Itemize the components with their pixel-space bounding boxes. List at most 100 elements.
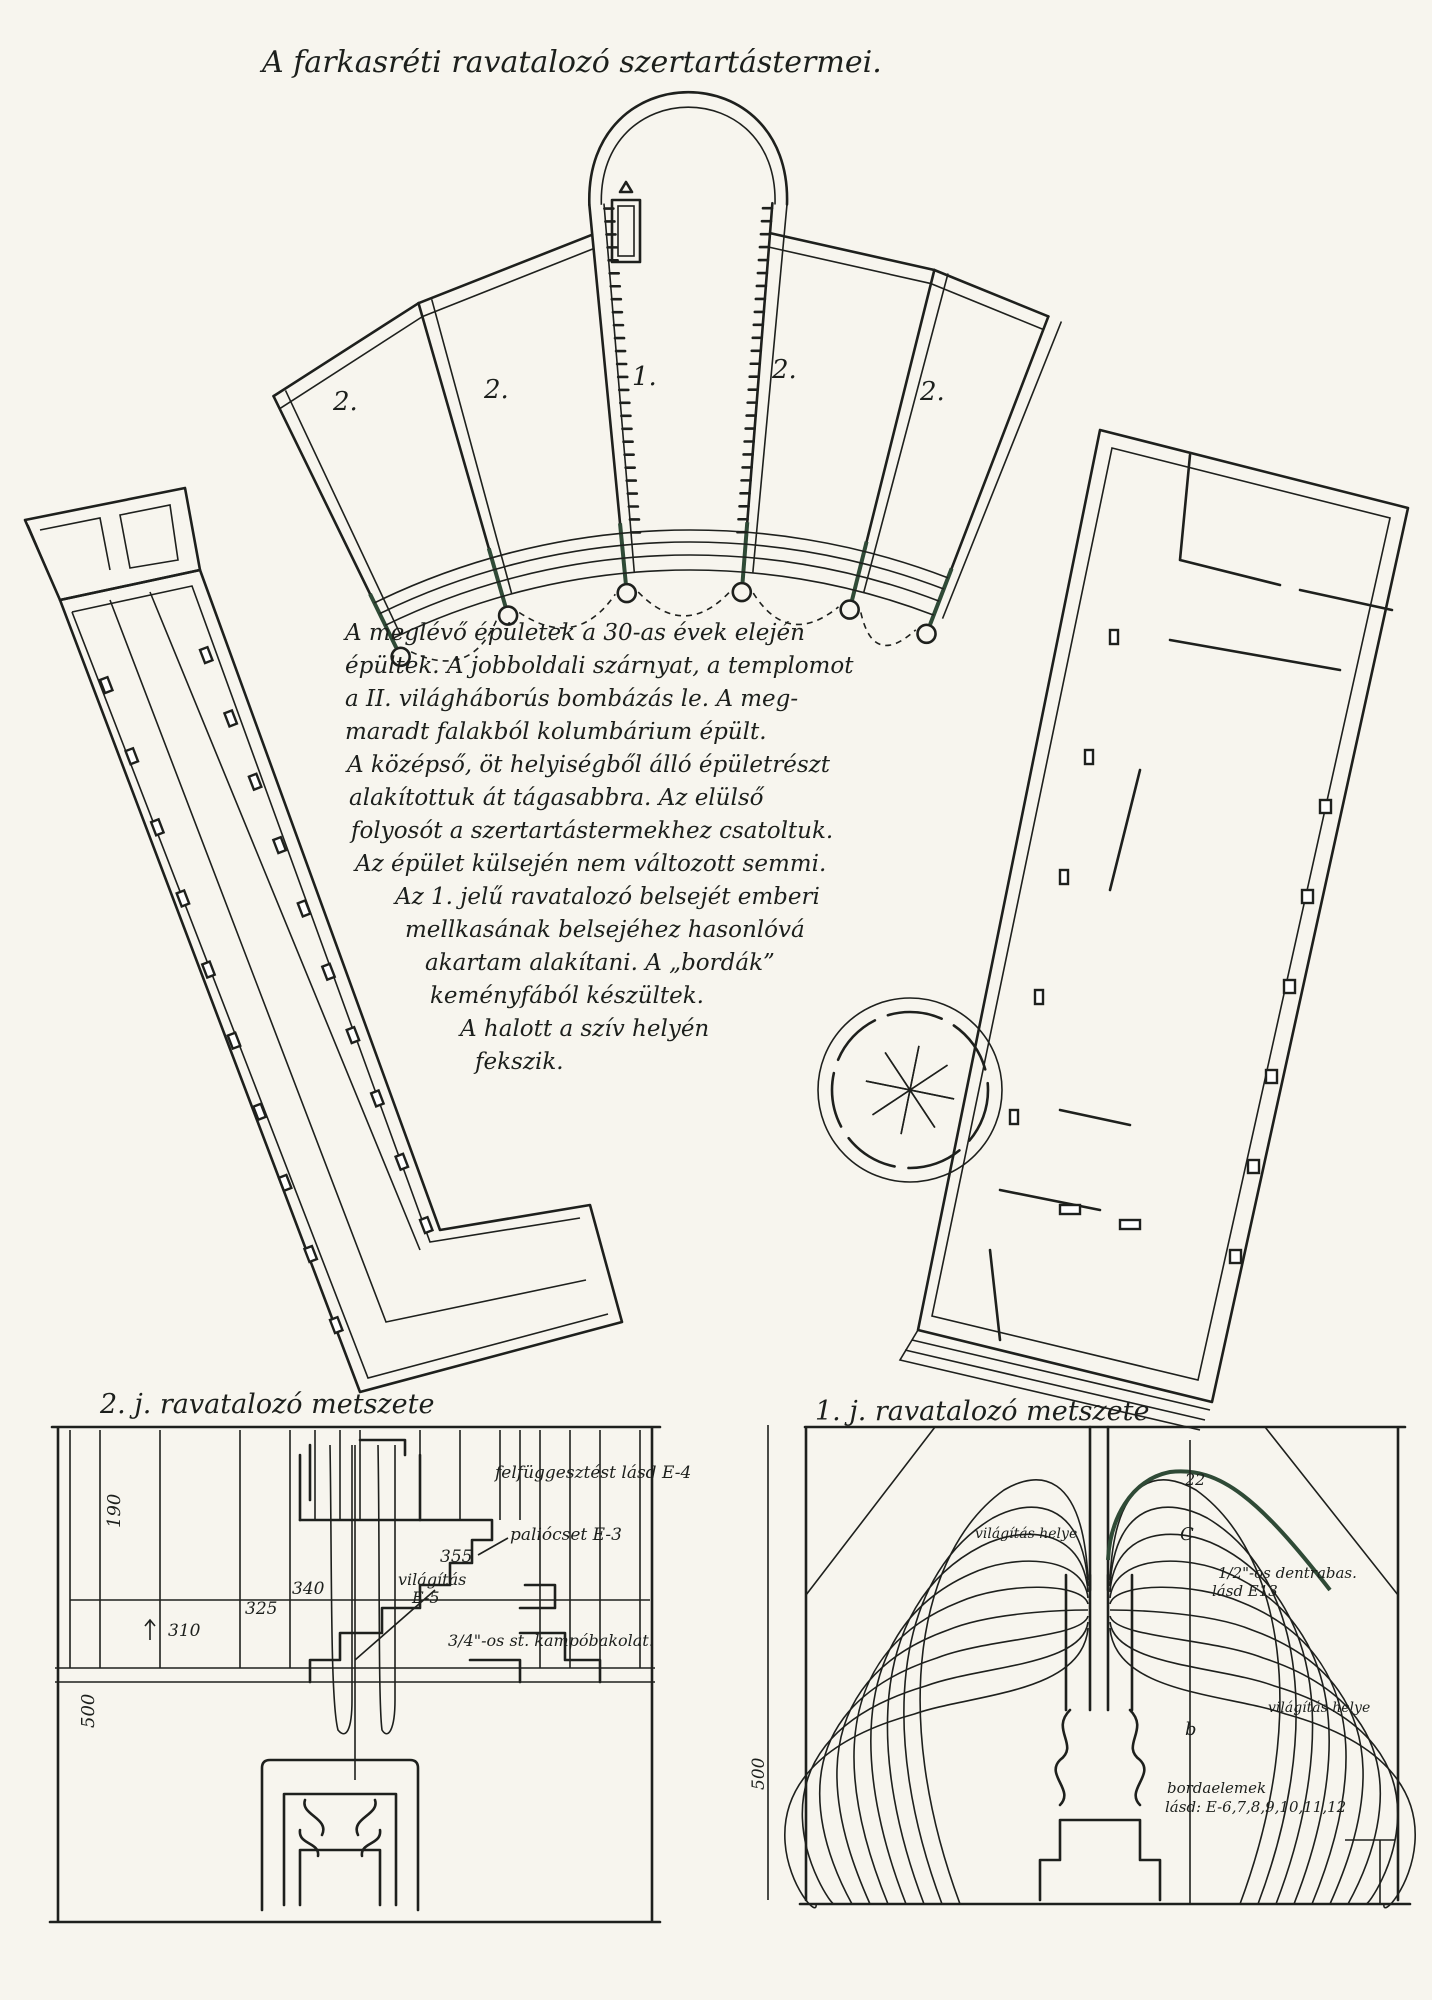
rib-left	[784, 1627, 1089, 1909]
corridor-arc	[374, 529, 949, 604]
back-wall	[768, 246, 932, 285]
dimension-500: 500	[78, 1694, 99, 1728]
description-line: keményfából készültek.	[430, 983, 704, 1009]
partition-wall	[853, 268, 936, 592]
back-wall	[279, 315, 423, 410]
section-1-drawing: 1. j. ravatalozó metszete 500 22 C b vil…	[749, 1396, 1416, 1909]
description-line: folyosót a szertartástermekhez csatoltuk…	[349, 818, 833, 844]
left-wing-plan	[23, 486, 624, 1394]
back-wall	[422, 247, 594, 318]
apse-wall	[600, 106, 776, 205]
partition-wall	[862, 273, 949, 593]
description-line: alakítottuk át tágasabbra. Az elülső	[349, 785, 765, 811]
rib-left	[870, 1560, 1089, 1905]
description-line: épültek. A jobboldali szárnyat, a templo…	[345, 653, 854, 679]
partition-wall	[932, 315, 1050, 617]
window	[200, 960, 217, 980]
rib-curves	[784, 1479, 1416, 1909]
description-line: a II. világháborús bombázás le. A meg-	[345, 686, 798, 712]
door-jamb	[928, 567, 954, 626]
door-swing	[518, 593, 616, 629]
note-panel: paliócset E-3	[510, 1525, 622, 1545]
pillar	[1282, 978, 1297, 995]
window	[328, 1315, 345, 1335]
window	[175, 888, 191, 908]
note-ribs-ref: lásd: E-6,7,8,9,10,11,12	[1165, 1798, 1346, 1816]
right-wing-plan	[817, 428, 1410, 1431]
sheet-title: A farkasréti ravatalozó szertartástermei…	[259, 45, 882, 80]
description-line: A halott a szív helyén	[458, 1016, 709, 1042]
rib-left	[886, 1533, 1089, 1905]
door-swing	[752, 592, 839, 626]
catafalque	[617, 205, 635, 257]
window	[345, 1025, 361, 1045]
back-wall	[930, 282, 1044, 331]
partition-wall	[742, 201, 774, 574]
window	[1008, 1108, 1020, 1126]
window	[296, 898, 312, 918]
rib-right	[1109, 1560, 1330, 1905]
note-suspension: felfüggesztést lásd E-4	[493, 1463, 691, 1483]
description-line: Az 1. jelű ravatalozó belsejét emberi	[393, 884, 820, 910]
back-wall	[768, 231, 936, 272]
pillar	[1264, 1068, 1279, 1085]
round-hall-radial-lines	[865, 1045, 955, 1135]
back-wall	[417, 233, 594, 305]
column	[497, 605, 519, 626]
note-light: világítás	[398, 1570, 466, 1589]
room-label: 2.	[771, 355, 797, 385]
rib-right	[1109, 1506, 1297, 1905]
section-1-title: 1. j. ravatalozó metszete	[815, 1396, 1149, 1427]
description-text: A meglévő épületek a 30-as évek elejénép…	[343, 620, 854, 1075]
rib-right	[1109, 1533, 1314, 1905]
section-2-title: 2. j. ravatalozó metszete	[99, 1389, 434, 1420]
door-swing	[410, 618, 498, 662]
window	[418, 1215, 435, 1235]
rib-right	[1109, 1627, 1416, 1909]
pillar	[1246, 1158, 1261, 1175]
dimension-190: 190	[104, 1494, 125, 1528]
rib-left	[853, 1586, 1089, 1905]
rib-right	[1109, 1586, 1347, 1905]
room-labels: 2. 2. 1. 2. 2.	[332, 355, 945, 417]
note-light-center: világítás helye	[975, 1526, 1077, 1542]
ceremony-halls-floor-plan	[272, 91, 1063, 668]
window	[1058, 868, 1070, 886]
window	[369, 1088, 386, 1108]
rib-left	[801, 1621, 1089, 1905]
window	[124, 746, 140, 766]
description-line: mellkasának belsejéhez hasonlóvá	[405, 917, 805, 943]
window	[222, 708, 239, 728]
partition-wall	[588, 203, 627, 575]
dimension-340: 340	[292, 1579, 325, 1599]
rib-left	[903, 1506, 1089, 1905]
partition-wall	[752, 204, 788, 573]
column	[616, 582, 638, 604]
room-label: 2.	[919, 377, 945, 407]
window	[247, 772, 263, 792]
mark-c: C	[1180, 1524, 1194, 1545]
pillar	[1318, 798, 1333, 815]
marker-triangle	[618, 180, 634, 194]
corridor-arc	[391, 569, 934, 640]
mark-b: b	[1185, 1719, 1197, 1740]
pillar	[1118, 1218, 1142, 1231]
column	[839, 599, 860, 620]
section-2-drawing: 2. j. ravatalozó metszete 190 500 310 32…	[48, 1389, 691, 1924]
description-line: fekszik.	[473, 1049, 564, 1075]
pillar	[1058, 1203, 1082, 1216]
partition-wall	[941, 321, 1063, 619]
note-dowel: 1/2"-os dentrabas.	[1218, 1564, 1357, 1582]
window	[149, 817, 166, 837]
door-swing	[637, 590, 731, 617]
pillar	[1228, 1248, 1243, 1265]
pillar	[1300, 888, 1315, 905]
column	[916, 623, 937, 645]
rib-right	[1109, 1615, 1381, 1905]
description-line: maradt falakból kolumbárium épült.	[345, 719, 767, 745]
partition-wall	[284, 390, 402, 636]
description-line: akartam alakítani. A „bordák”	[425, 950, 775, 976]
rib-left	[919, 1479, 1089, 1905]
window	[277, 1173, 293, 1193]
window	[302, 1244, 319, 1264]
